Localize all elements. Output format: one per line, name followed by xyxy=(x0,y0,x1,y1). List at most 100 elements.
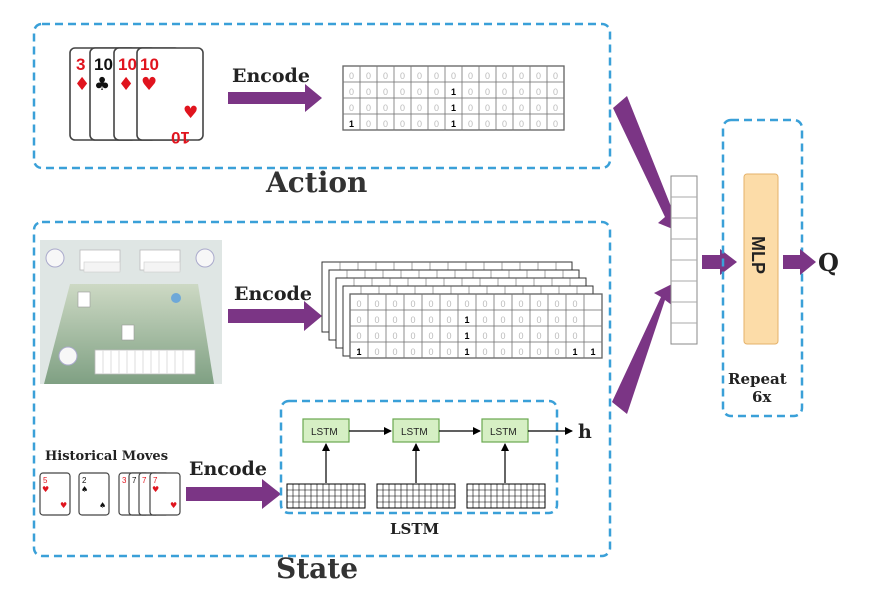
matrix-value: 0 xyxy=(536,103,541,113)
state-box xyxy=(32,220,612,558)
matrix-value: 0 xyxy=(468,87,473,97)
history-encode-label: Encode xyxy=(189,458,267,480)
lstm-cell-label: LSTM xyxy=(401,427,428,438)
card-rank: 10 xyxy=(140,55,159,74)
matrix-value: 0 xyxy=(400,71,405,81)
matrix-value: 0 xyxy=(366,71,371,81)
matrix-value: 0 xyxy=(482,347,487,357)
matrix-value: 1 xyxy=(572,347,577,357)
history-encode-arrow xyxy=(186,479,281,509)
matrix-value: 0 xyxy=(518,347,523,357)
matrix-value: 0 xyxy=(536,71,541,81)
matrix-value: 0 xyxy=(485,71,490,81)
heart-icon: ♥ xyxy=(152,485,159,494)
matrix-value: 0 xyxy=(428,299,433,309)
matrix-value: 0 xyxy=(468,103,473,113)
card-rank: 3 xyxy=(76,55,85,74)
matrix-value: 0 xyxy=(553,71,558,81)
matrix-value: 0 xyxy=(392,331,397,341)
lstm-output-h: h xyxy=(578,421,592,443)
heart-icon: ♥ xyxy=(183,103,198,123)
matrix-value: 1 xyxy=(451,103,456,113)
matrix-value: 0 xyxy=(410,299,415,309)
matrix-value: 0 xyxy=(553,103,558,113)
action-title: Action xyxy=(265,166,367,199)
matrix-value: 0 xyxy=(383,103,388,113)
q-output-label: Q xyxy=(818,248,839,277)
matrix-value: 0 xyxy=(434,87,439,97)
matrix-value: 0 xyxy=(451,71,456,81)
matrix-value: 0 xyxy=(417,103,422,113)
matrix-value: 0 xyxy=(536,331,541,341)
matrix-value: 0 xyxy=(482,315,487,325)
vector-to-mlp-arrow xyxy=(702,249,737,275)
matrix-value: 0 xyxy=(554,331,559,341)
matrix-cell xyxy=(546,113,565,131)
matrix-value: 0 xyxy=(536,299,541,309)
heart-icon: ♥ xyxy=(60,501,67,510)
matrix-value: 0 xyxy=(374,347,379,357)
card-rank: 7 xyxy=(153,476,158,485)
matrix-value: 0 xyxy=(553,119,558,129)
matrix-value: 0 xyxy=(485,119,490,129)
lstm-cell-label: LSTM xyxy=(311,427,338,438)
matrix-value: 0 xyxy=(446,315,451,325)
matrix-value: 0 xyxy=(410,331,415,341)
matrix-value: 1 xyxy=(464,331,469,341)
matrix-value: 0 xyxy=(519,119,524,129)
history-cards: 5 ♥ ♥ 2 ♠ ♠ 3 7 7 7 ♥ ♥ xyxy=(39,472,181,516)
matrix-value: 0 xyxy=(392,299,397,309)
matrix-value: 0 xyxy=(554,315,559,325)
historical-moves-label: Historical Moves xyxy=(45,449,168,464)
matrix-value: 0 xyxy=(417,87,422,97)
matrix-value: 0 xyxy=(356,299,361,309)
lstm-cell-label: LSTM xyxy=(490,427,517,438)
card-rank-inverted: 10 xyxy=(171,128,190,147)
matrix-value: 0 xyxy=(349,71,354,81)
action-encode-arrow xyxy=(228,84,322,112)
matrix-value: 0 xyxy=(446,347,451,357)
matrix-value: 0 xyxy=(572,331,577,341)
matrix-value: 0 xyxy=(518,315,523,325)
matrix-value: 0 xyxy=(554,299,559,309)
action-cards: 3 ♦ 10 ♣ 10 ♦ 10 ♥ ♥ 10 xyxy=(69,47,204,147)
action-box xyxy=(32,22,612,170)
matrix-value: 0 xyxy=(518,331,523,341)
matrix-value: 0 xyxy=(417,119,422,129)
matrix-value: 0 xyxy=(392,347,397,357)
matrix-value: 0 xyxy=(383,119,388,129)
state-to-vector-arrow xyxy=(612,282,676,414)
matrix-value: 0 xyxy=(502,119,507,129)
lstm-input-grids xyxy=(286,483,546,509)
card-rank: 3 xyxy=(122,476,127,485)
matrix-value: 0 xyxy=(536,87,541,97)
lstm-input-grid xyxy=(376,483,456,509)
matrix-value: 0 xyxy=(519,71,524,81)
matrix-value: 0 xyxy=(434,103,439,113)
matrix-value: 0 xyxy=(434,71,439,81)
matrix-value: 0 xyxy=(392,315,397,325)
matrix-value: 0 xyxy=(400,87,405,97)
matrix-value: 0 xyxy=(500,299,505,309)
matrix-value: 0 xyxy=(536,347,541,357)
state-title: State xyxy=(276,552,358,585)
matrix-value: 1 xyxy=(349,119,354,129)
matrix-value: 1 xyxy=(451,119,456,129)
matrix-value: 0 xyxy=(553,87,558,97)
matrix-value: 0 xyxy=(518,299,523,309)
spade-icon: ♠ xyxy=(99,501,106,510)
matrix-value: 0 xyxy=(428,315,433,325)
matrix-value: 0 xyxy=(464,299,469,309)
diamond-icon: ♦ xyxy=(118,74,134,95)
heart-icon: ♥ xyxy=(42,485,49,494)
repeat-label-line2: 6x xyxy=(752,388,772,406)
matrix-value: 0 xyxy=(428,331,433,341)
matrix-value: 0 xyxy=(446,331,451,341)
lstm-input-grid xyxy=(466,483,546,509)
matrix-value: 0 xyxy=(374,315,379,325)
mlp-block xyxy=(743,173,779,345)
matrix-value: 0 xyxy=(374,299,379,309)
